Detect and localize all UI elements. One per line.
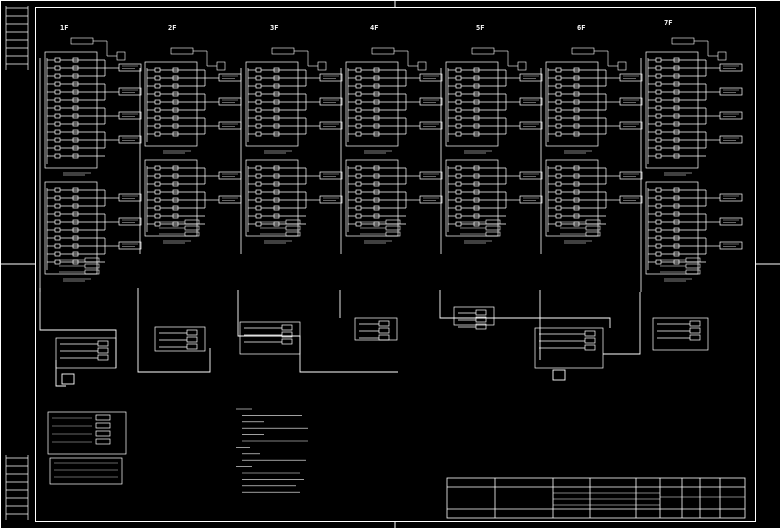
floor-column-7 bbox=[640, 37, 743, 292]
terminal-strip-1 bbox=[59, 257, 100, 275]
floor-column-5 bbox=[440, 47, 543, 254]
feeder-cables bbox=[39, 288, 641, 387]
riser-cabinet-4 bbox=[354, 317, 398, 341]
incoming-switch-3 bbox=[271, 47, 327, 71]
terminal-strip-6 bbox=[560, 219, 601, 237]
distribution-module-14 bbox=[645, 181, 743, 282]
floor-label-4: 4F bbox=[370, 24, 379, 32]
riser-cabinets bbox=[39, 288, 709, 387]
distribution-module-6 bbox=[245, 159, 343, 244]
floor-label-1: 1F bbox=[60, 24, 69, 32]
terminal-strip-4 bbox=[360, 219, 401, 237]
riser-cabinet-5 bbox=[453, 306, 495, 330]
incoming-switch-1 bbox=[70, 37, 126, 61]
floor-column-3 bbox=[240, 47, 343, 254]
distribution-module-10 bbox=[445, 159, 543, 244]
incoming-switch-6 bbox=[571, 47, 627, 71]
incoming-switch-5 bbox=[471, 47, 527, 71]
floor-label-2: 2F bbox=[168, 24, 177, 32]
terminal-strip-7 bbox=[660, 257, 701, 275]
incoming-switch-7 bbox=[671, 37, 727, 61]
distribution-module-1 bbox=[44, 51, 142, 176]
incoming-switch-4 bbox=[371, 47, 427, 71]
terminal-strip-5 bbox=[460, 219, 501, 237]
binding-margin-strip bbox=[5, 6, 29, 520]
distribution-module-4 bbox=[144, 159, 242, 244]
riser-cabinet-6 bbox=[534, 327, 604, 369]
floor-label-6: 6F bbox=[577, 24, 586, 32]
terminal-strip-2 bbox=[159, 219, 200, 237]
floor-column-4 bbox=[340, 47, 443, 254]
distribution-module-9 bbox=[445, 61, 543, 154]
floor-column-6 bbox=[540, 47, 643, 254]
floor-label-5: 5F bbox=[476, 24, 485, 32]
legend-box bbox=[47, 411, 127, 485]
distribution-module-5 bbox=[245, 61, 343, 154]
incoming-switch-2 bbox=[170, 47, 226, 71]
floor-column-1 bbox=[39, 37, 142, 292]
floor-columns bbox=[39, 37, 743, 292]
floor-label-7: 7F bbox=[664, 19, 673, 27]
riser-cabinet-2 bbox=[154, 326, 206, 352]
riser-cabinet-3 bbox=[239, 321, 301, 355]
design-notes bbox=[236, 408, 308, 493]
distribution-module-12 bbox=[545, 159, 643, 244]
distribution-module-2 bbox=[44, 181, 142, 282]
riser-cabinet-7 bbox=[652, 317, 709, 351]
terminal-strip-3 bbox=[260, 219, 301, 237]
distribution-module-13 bbox=[645, 51, 743, 176]
distribution-module-11 bbox=[545, 61, 643, 154]
distribution-module-7 bbox=[345, 61, 443, 154]
floor-label-3: 3F bbox=[270, 24, 279, 32]
distribution-module-3 bbox=[144, 61, 242, 154]
distribution-module-8 bbox=[345, 159, 443, 244]
riser-cabinet-1 bbox=[55, 337, 117, 369]
title-block bbox=[446, 477, 746, 519]
floor-column-2 bbox=[139, 47, 242, 254]
